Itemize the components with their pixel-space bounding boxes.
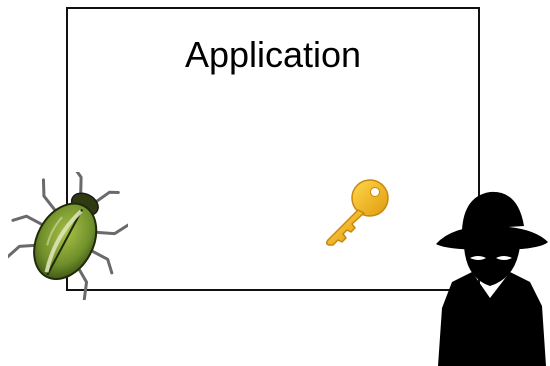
application-title: Application	[184, 34, 362, 75]
key-icon	[320, 178, 392, 248]
bug-icon	[5, 168, 130, 301]
spy-silhouette-icon	[432, 186, 550, 366]
application-box: Application	[66, 7, 480, 291]
